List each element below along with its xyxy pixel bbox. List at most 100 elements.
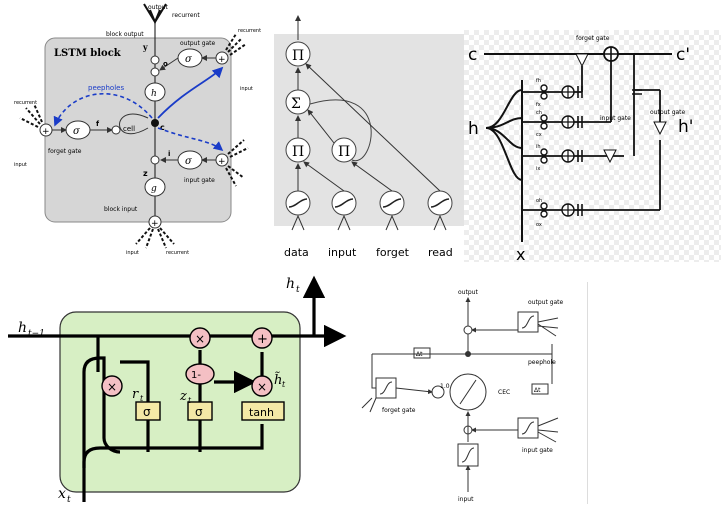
z-t-label: z (179, 389, 187, 404)
top-output-label: output (148, 4, 168, 11)
panel-lstm-block: LSTM block block output output recurrent… (0, 0, 270, 262)
peephole-text: peephole (528, 359, 556, 366)
label-read: read (428, 246, 453, 259)
svg-text:Π: Π (292, 48, 304, 64)
circuit-lstm-svg: c c' h h' x forget gate fh fx ch cx ih i… (464, 30, 721, 264)
fh-label: fh (536, 78, 541, 84)
svg-text:Π: Π (292, 144, 304, 160)
og-input: input (240, 86, 253, 92)
pi-node-right: Π (331, 137, 357, 163)
peephole-node (465, 351, 471, 357)
peephole-lines (371, 344, 553, 389)
pi-right-to-sum (307, 109, 335, 144)
h-activation (144, 82, 166, 102)
r-sub: t (140, 394, 144, 403)
input-gate-inputs (225, 139, 249, 187)
svg-text:1-: 1- (191, 370, 201, 381)
recurrent-loop (309, 99, 372, 162)
block-input-label: block input (104, 206, 138, 213)
svg-text:×: × (195, 332, 205, 346)
output-gate-curve (521, 315, 535, 329)
block-input-sum (148, 215, 162, 229)
oh-label: oh (536, 198, 542, 204)
ch-label: ch (536, 110, 542, 116)
forget-gate-curve (379, 381, 393, 395)
sigmoid-inputs (291, 214, 447, 231)
output-sigma-label: σ (185, 54, 193, 65)
cec-slash (459, 379, 477, 405)
gate-bars (577, 86, 583, 216)
label-data: data (284, 246, 309, 259)
cell-label: cell (123, 125, 135, 133)
h-tilde-label: h̃ (274, 371, 282, 388)
gru-multiply-reset: × (101, 375, 123, 397)
z-label: z (143, 169, 148, 178)
input-squash-curve (461, 447, 475, 463)
forget-to-pi (351, 161, 393, 192)
sigmoid-units (285, 190, 453, 216)
top-recurrent-label: recurrent (172, 12, 200, 19)
dt-box-right (531, 383, 549, 395)
svg-text:+: + (257, 332, 268, 347)
og-recurrent: recurrent (238, 28, 261, 34)
panel-circuit-lstm: c c' h h' x forget gate fh fx ch cx ih i… (464, 30, 721, 264)
ox-label: ox (536, 222, 542, 228)
gru-one-minus: 1- (185, 363, 215, 385)
z-sub: t (188, 396, 192, 405)
label-input: input (328, 246, 357, 259)
i-label: i (168, 150, 170, 158)
panel-sigma-pi: Π Σ Π Π data input forget read (274, 0, 464, 262)
forget-gate-text: forget gate (382, 407, 416, 414)
block-input-arrows (135, 227, 175, 249)
lstm-block-title: LSTM block (54, 48, 122, 59)
h-t-label: h (286, 276, 295, 292)
output-gate-line (159, 57, 179, 71)
h-fan-lines (485, 89, 523, 181)
dt-box-left (413, 347, 431, 359)
o-label: o (163, 60, 168, 68)
forget-gate-inputs (19, 103, 43, 128)
h-label: h (151, 89, 157, 99)
svg-text:σ: σ (143, 405, 151, 419)
output-gate-inputs (225, 33, 247, 56)
input-to-pi (303, 161, 345, 192)
cell-sum-cross (604, 47, 618, 61)
input-gate-text: input gate (600, 115, 631, 122)
capacitor (632, 89, 642, 95)
peephole-forget (53, 93, 153, 127)
h-prime-label: h' (678, 117, 693, 137)
svg-text:×: × (107, 380, 117, 394)
forget-gate-triangle (575, 53, 589, 68)
h-tilde-sub: t (282, 380, 286, 389)
g-activation (144, 177, 166, 197)
forget-inputs (361, 397, 377, 413)
output-sum-plus: + (218, 55, 226, 65)
cell-node (151, 119, 159, 127)
panel-gru: h t−1 h t x t × × + × 1- σ (0, 262, 352, 505)
peephole-output (157, 66, 224, 119)
c-label: c (160, 123, 165, 132)
gru-sigma-update: σ (187, 401, 213, 421)
lstm-block-svg: LSTM block block output output recurrent… (14, 3, 261, 256)
input-sum-plus: + (218, 157, 226, 167)
ih-label: ih (536, 144, 541, 150)
pi-node-left: Π (285, 137, 311, 163)
forget-sum-plus: + (42, 127, 50, 137)
output-gate-inputs (537, 317, 559, 337)
input-gate-text: input gate (522, 447, 553, 454)
one-text: 1.0 (440, 383, 450, 390)
f-label: f (96, 120, 100, 128)
circuit-background (464, 30, 721, 262)
bi-recurrent: recurrent (166, 250, 189, 256)
forget-to-cec (395, 387, 433, 395)
input-text: input (458, 496, 474, 503)
gru-plus: + (251, 327, 273, 349)
gru-multiply-update: × (189, 327, 211, 349)
block-input-plus: + (151, 219, 159, 229)
pi-node-top: Π (285, 41, 311, 67)
svg-text:Σ: Σ (291, 96, 301, 112)
sum-node: Σ (285, 89, 311, 115)
block-output-label: block output (106, 31, 144, 38)
gate-crosses (562, 86, 574, 216)
input-gate-label: input gate (184, 177, 215, 184)
